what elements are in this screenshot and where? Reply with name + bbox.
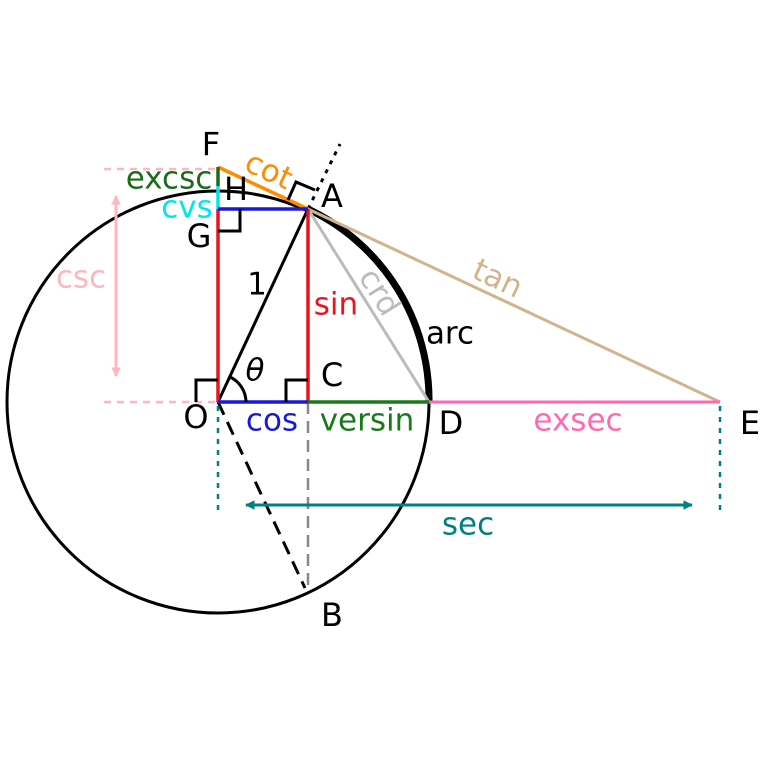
label-cos: cos [246, 403, 298, 439]
point-label-b: B [321, 596, 343, 634]
point-label-a: A [321, 177, 343, 215]
label-arc: arc [426, 316, 474, 352]
line-ob-dashed [216, 401, 307, 589]
point-label-d: D [439, 404, 464, 442]
point-label-h: H [224, 170, 248, 208]
right-angle-a [286, 180, 316, 201]
label-excsc: excsc [126, 161, 213, 197]
theta-arc [229, 375, 248, 403]
point-label-c: C [321, 356, 343, 394]
label-versin: versin [320, 403, 415, 439]
right-angle-g [218, 209, 242, 233]
label-csc: csc [56, 260, 106, 296]
right-angle-o [194, 378, 218, 402]
label-theta: θ [246, 353, 265, 389]
radius-extension-dotted [306, 143, 342, 210]
cot-segment [217, 165, 309, 211]
right-angle-c [284, 378, 308, 402]
point-label-o: O [183, 398, 208, 436]
radius-oa [216, 208, 310, 403]
point-label-g: G [187, 217, 212, 255]
chord-ad [306, 208, 431, 403]
label-radius-1: 1 [247, 267, 267, 303]
arc-segment [306, 205, 433, 403]
label-sec: sec [442, 507, 494, 543]
point-label-e: E [740, 404, 760, 442]
tangent-ae [307, 207, 721, 404]
label-crd: crd [351, 262, 407, 323]
label-exsec: exsec [533, 403, 622, 439]
label-cvs: cvs [161, 190, 213, 226]
point-label-f: F [202, 125, 220, 163]
label-sin: sin [314, 287, 358, 323]
label-tan: tan [467, 252, 528, 306]
